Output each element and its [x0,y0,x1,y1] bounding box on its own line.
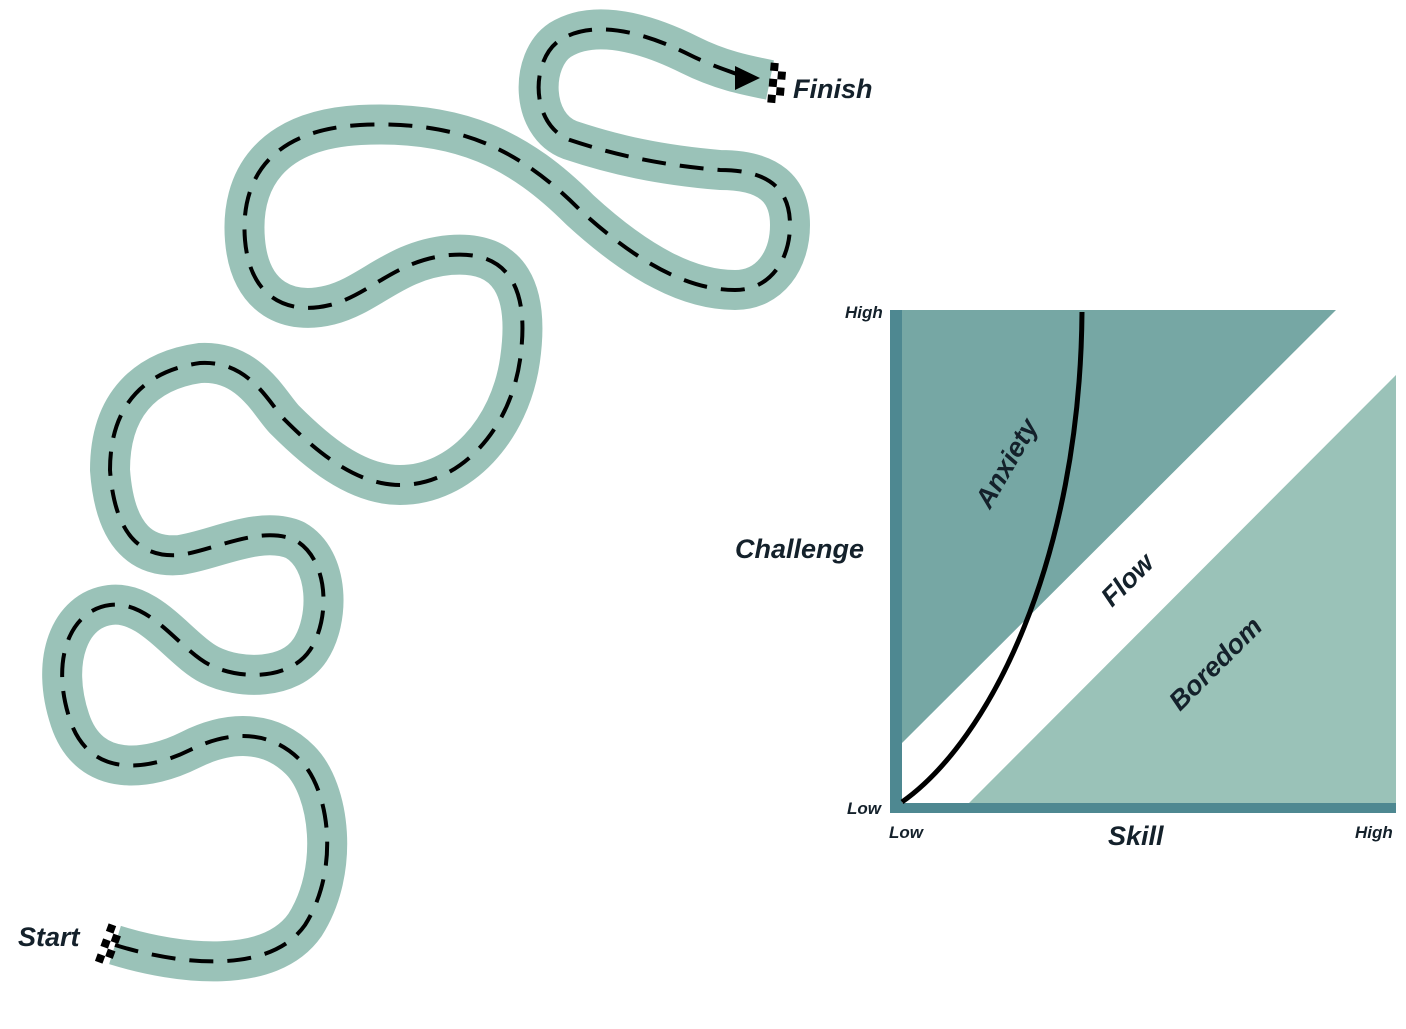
start-label: Start [18,922,81,952]
x-tick-high: High [1355,823,1393,842]
x-tick-low: Low [889,823,925,842]
finish-checkered-flag-icon [767,62,787,104]
y-tick-low: Low [847,799,883,818]
y-tick-high: High [845,303,883,322]
flow-zone-label: Flow [1095,546,1161,612]
start-checkered-flag-icon [94,923,121,964]
road-surface [42,9,810,982]
flow-chart: Anxiety Flow Boredom Challenge Skill Hig… [735,303,1396,851]
x-axis [890,803,1396,813]
road-center-dashes [60,27,793,964]
finish-label: Finish [793,74,873,104]
finish-arrow-icon [735,66,760,90]
skill-challenge-curve [900,311,1085,805]
y-axis-label: Challenge [735,534,864,564]
winding-road: Start Finish [18,9,873,982]
anxiety-zone [897,310,1336,748]
boredom-zone [966,375,1396,806]
y-axis [890,310,902,813]
x-axis-label: Skill [1108,821,1164,851]
